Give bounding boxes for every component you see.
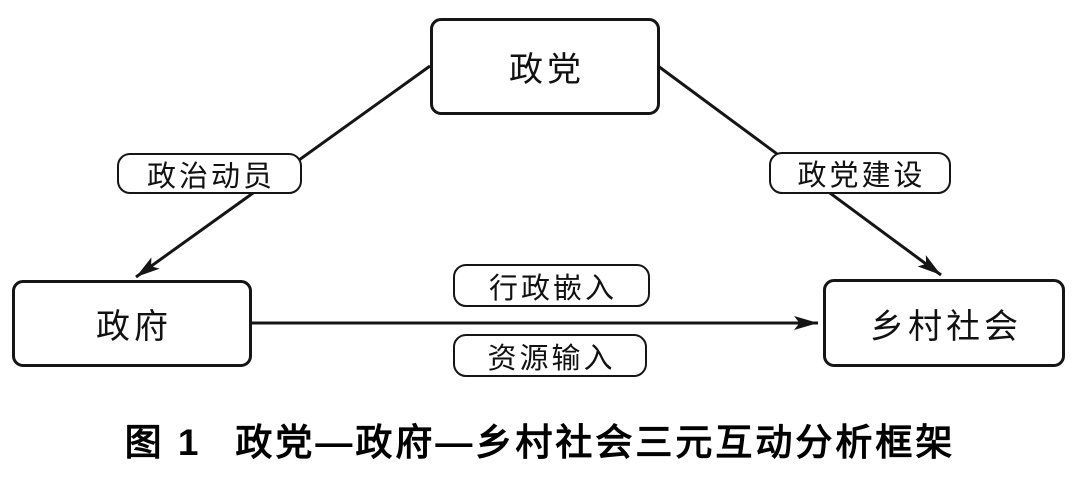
edge-label-resource-input: 资源输入 [453, 334, 647, 377]
edge-label-political-mobilization-text: 政治动员 [146, 160, 275, 193]
node-rural-society-label: 乡村社会 [870, 308, 1022, 346]
node-government-label: 政府 [96, 309, 172, 346]
figure-title: 政党—政府—乡村社会三元互动分析框架 [235, 422, 956, 463]
edge-label-administrative-embedding-text: 行政嵌入 [488, 272, 617, 305]
figure-number: 图 1 [124, 422, 202, 463]
node-party-label: 政党 [509, 52, 585, 89]
edge-label-administrative-embedding: 行政嵌入 [453, 264, 650, 307]
node-government: 政府 [12, 280, 252, 367]
edge-label-resource-input-text: 资源输入 [487, 342, 616, 375]
figure-caption: 图 1 政党—政府—乡村社会三元互动分析框架 [0, 412, 1080, 466]
node-party: 政党 [430, 18, 660, 115]
edge-label-party-building: 政党建设 [769, 152, 951, 194]
edge-label-party-building-text: 政党建设 [797, 160, 926, 192]
edge-label-political-mobilization: 政治动员 [117, 153, 302, 194]
node-rural-society: 乡村社会 [823, 279, 1065, 367]
